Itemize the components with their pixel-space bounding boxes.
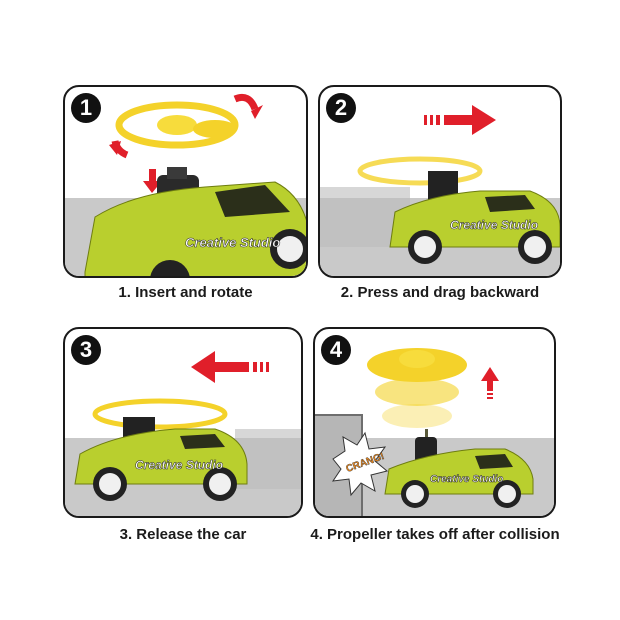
- step-number-badge: 4: [321, 335, 351, 365]
- step-2-caption: 2. Press and drag backward: [340, 284, 540, 301]
- step-2-panel: 2 Creative Studio: [318, 85, 562, 278]
- svg-text:Creative Studio: Creative Studio: [450, 218, 538, 232]
- arrow-left-icon: [191, 351, 269, 383]
- svg-text:Creative Studio: Creative Studio: [430, 474, 503, 485]
- step-1-caption: 1. Insert and rotate: [118, 284, 253, 301]
- step-3-caption: 3. Release the car: [119, 526, 247, 543]
- svg-text:Creative Studio: Creative Studio: [135, 458, 223, 472]
- arrow-right-icon: [424, 105, 496, 135]
- car-illustration: Creative Studio: [384, 429, 534, 508]
- step-1-panel: 1 Creative Studio: [63, 85, 308, 278]
- propeller-icon: [109, 93, 263, 193]
- step-4-caption: 4. Propeller takes off after collision: [310, 526, 560, 543]
- car-illustration: Creative Studio: [74, 398, 301, 501]
- step-number-badge: 2: [326, 93, 356, 123]
- svg-text:Creative Studio: Creative Studio: [185, 235, 280, 250]
- impact-burst-icon: CRANG!: [331, 431, 389, 497]
- step-number-badge: 1: [71, 93, 101, 123]
- car-illustration: Creative Studio: [320, 156, 560, 264]
- step-number-badge: 3: [71, 335, 101, 365]
- step-4-panel: 4 CRANG! Creative Studio: [313, 327, 556, 518]
- car-illustration: Creative Studio: [84, 167, 306, 276]
- propeller-rising-icon: [367, 348, 499, 428]
- step-3-panel: 3 Creative Studio: [63, 327, 303, 518]
